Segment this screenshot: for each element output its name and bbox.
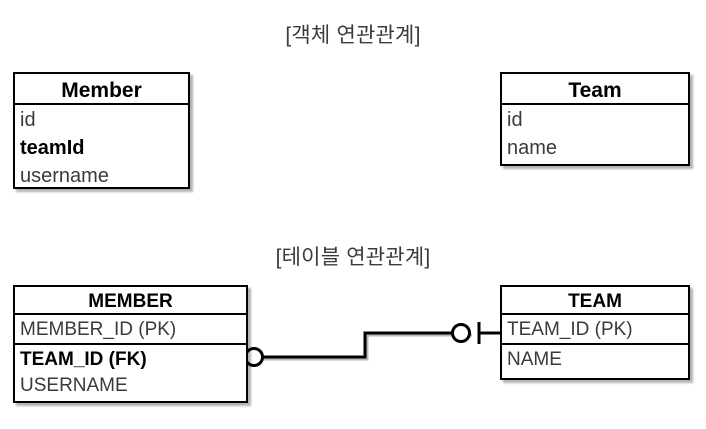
attribute-row: username <box>20 165 109 187</box>
attribute-row: TEAM_ID (PK) <box>507 319 633 340</box>
connector-shadow <box>250 333 472 361</box>
attribute-row: id <box>507 109 523 131</box>
attribute-row: id <box>20 109 36 131</box>
attribute-row: TEAM_ID (FK) <box>15 343 246 371</box>
entity-header-member-object: Member <box>15 74 188 105</box>
entity-header-member-table: MEMBER <box>15 287 246 315</box>
table-association-caption: [테이블 연관관계] <box>275 246 431 269</box>
relationship-line <box>248 331 470 359</box>
entity-header-team-table: TEAM <box>502 287 688 315</box>
object-association-caption: [객체 연관관계] <box>285 24 421 47</box>
entity-box-member-object[interactable]: Member id teamId username <box>13 72 190 189</box>
attribute-row: NAME <box>502 343 688 371</box>
attribute-row: USERNAME <box>20 375 128 396</box>
attribute-row: MEMBER_ID (PK) <box>20 319 177 340</box>
attribute-row: teamId <box>20 137 85 159</box>
entity-body-member-table: MEMBER_ID (PK) TEAM_ID (FK) USERNAME <box>15 315 246 399</box>
entity-header-team-object: Team <box>502 74 688 105</box>
entity-box-team-table[interactable]: TEAM TEAM_ID (PK) NAME <box>500 285 690 380</box>
entity-body-team-object: id name <box>502 105 688 161</box>
cardinality-zero-or-one-icon <box>451 322 500 344</box>
entity-box-team-object[interactable]: Team id name <box>500 72 690 166</box>
entity-box-member-table[interactable]: MEMBER MEMBER_ID (PK) TEAM_ID (FK) USERN… <box>13 285 248 403</box>
attribute-row: name <box>507 137 558 159</box>
entity-body-team-table: TEAM_ID (PK) NAME <box>502 315 688 371</box>
entity-body-member-object: id teamId username <box>15 105 188 189</box>
